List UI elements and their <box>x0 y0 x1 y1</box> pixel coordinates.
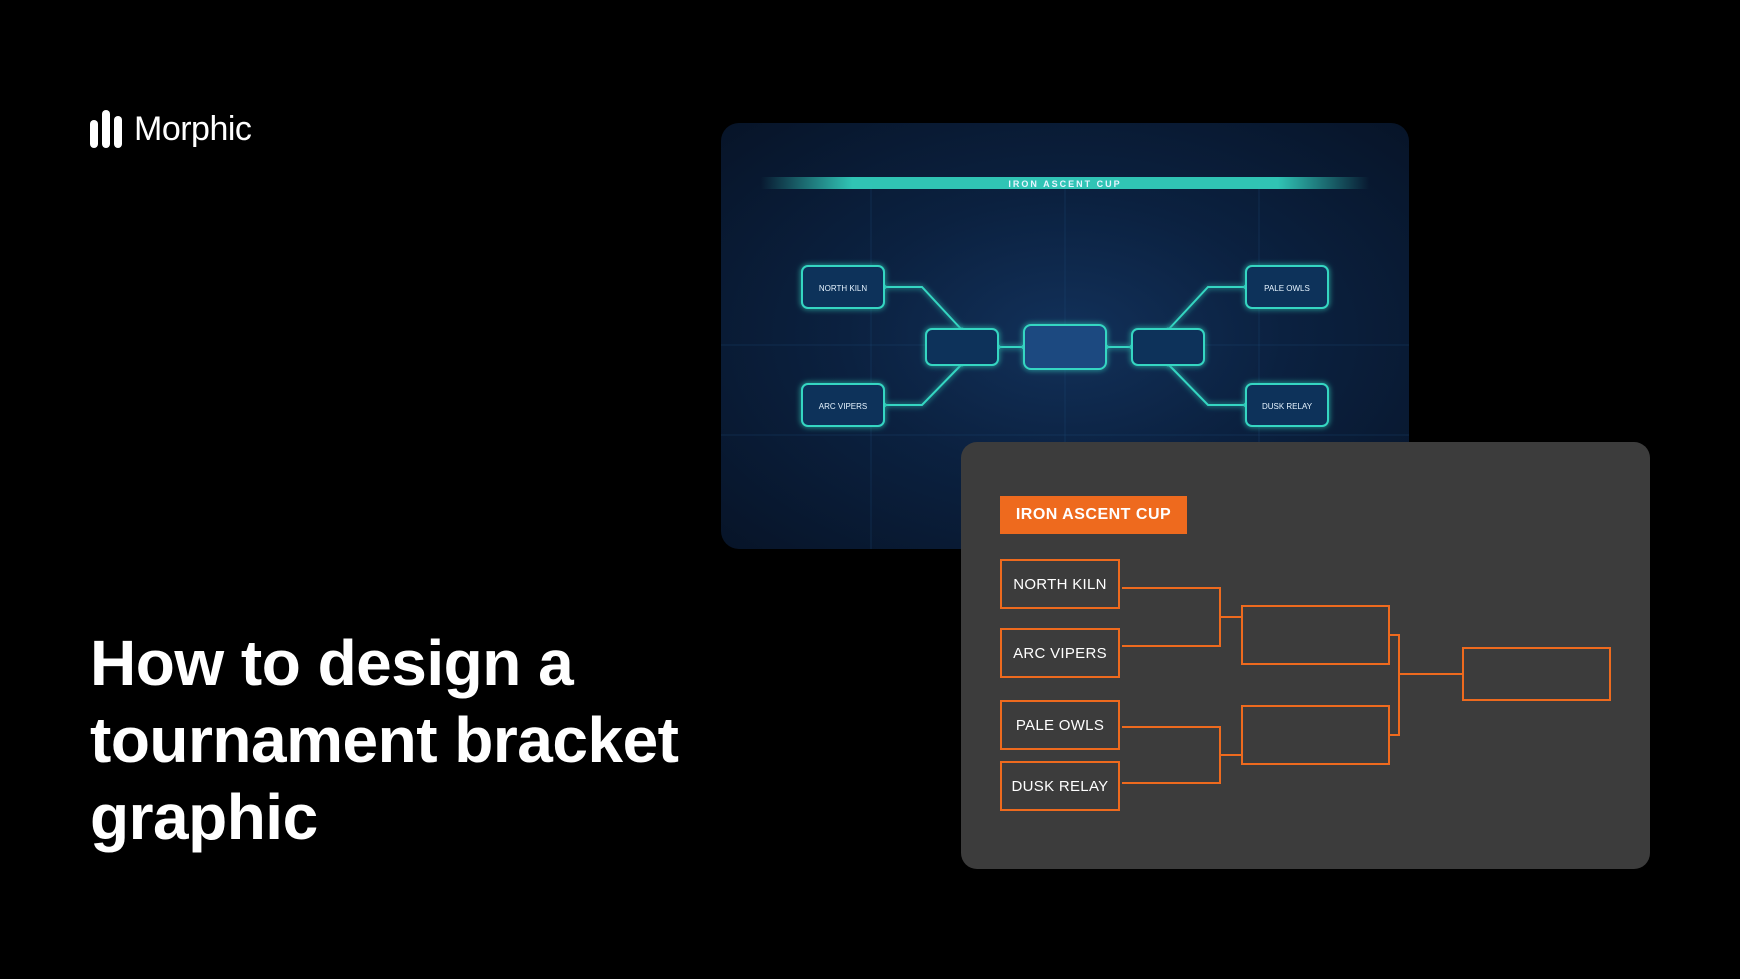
flat-semifinal-box-1 <box>1241 605 1390 665</box>
brand-logo: Morphic <box>90 108 252 150</box>
brand-name: Morphic <box>134 109 252 148</box>
title-line-3: graphic <box>90 781 318 853</box>
neon-semifinal-box-right <box>1131 328 1205 366</box>
neon-team-box-4 <box>1245 383 1329 427</box>
title-line-1: How to design a <box>90 627 574 699</box>
flat-team-box-1: NORTH KILN <box>1000 559 1120 609</box>
flat-title: IRON ASCENT CUP <box>1000 496 1187 534</box>
morphic-logo-icon <box>90 110 122 148</box>
flat-bracket-preview: IRON ASCENT CUP NORTH KILN ARC VIPERS PA… <box>961 442 1650 869</box>
neon-team-label-3: PALE OWLS <box>1264 284 1310 293</box>
title-line-2: tournament bracket <box>90 704 679 776</box>
neon-team-label-1: NORTH KILN <box>819 284 868 293</box>
neon-title: IRON ASCENT CUP <box>1008 179 1121 189</box>
neon-final-box <box>1023 324 1107 370</box>
neon-team-label-4: DUSK RELAY <box>1262 402 1313 411</box>
neon-connectors <box>884 286 1246 406</box>
neon-team-label-2: ARC VIPERS <box>819 402 867 411</box>
neon-title-bar <box>761 177 1369 189</box>
flat-connector-top <box>1122 587 1221 647</box>
neon-team-box-1 <box>801 265 885 309</box>
flat-team-box-3: PALE OWLS <box>1000 700 1120 750</box>
page-title: How to design a tournament bracket graph… <box>90 625 790 856</box>
flat-final-box <box>1462 647 1611 701</box>
neon-team-box-2 <box>801 383 885 427</box>
flat-team-box-4: DUSK RELAY <box>1000 761 1120 811</box>
neon-bracket-graphic: IRON ASCENT CUP NORTH <box>721 177 1409 549</box>
flat-connector-final <box>1389 634 1400 736</box>
neon-team-box-3 <box>1245 265 1329 309</box>
flat-bracket-lines <box>1122 587 1611 784</box>
flat-team-box-2: ARC VIPERS <box>1000 628 1120 678</box>
flat-semifinal-box-2 <box>1241 705 1390 765</box>
neon-semifinal-box-left <box>925 328 999 366</box>
flat-connector-bottom <box>1122 726 1221 784</box>
